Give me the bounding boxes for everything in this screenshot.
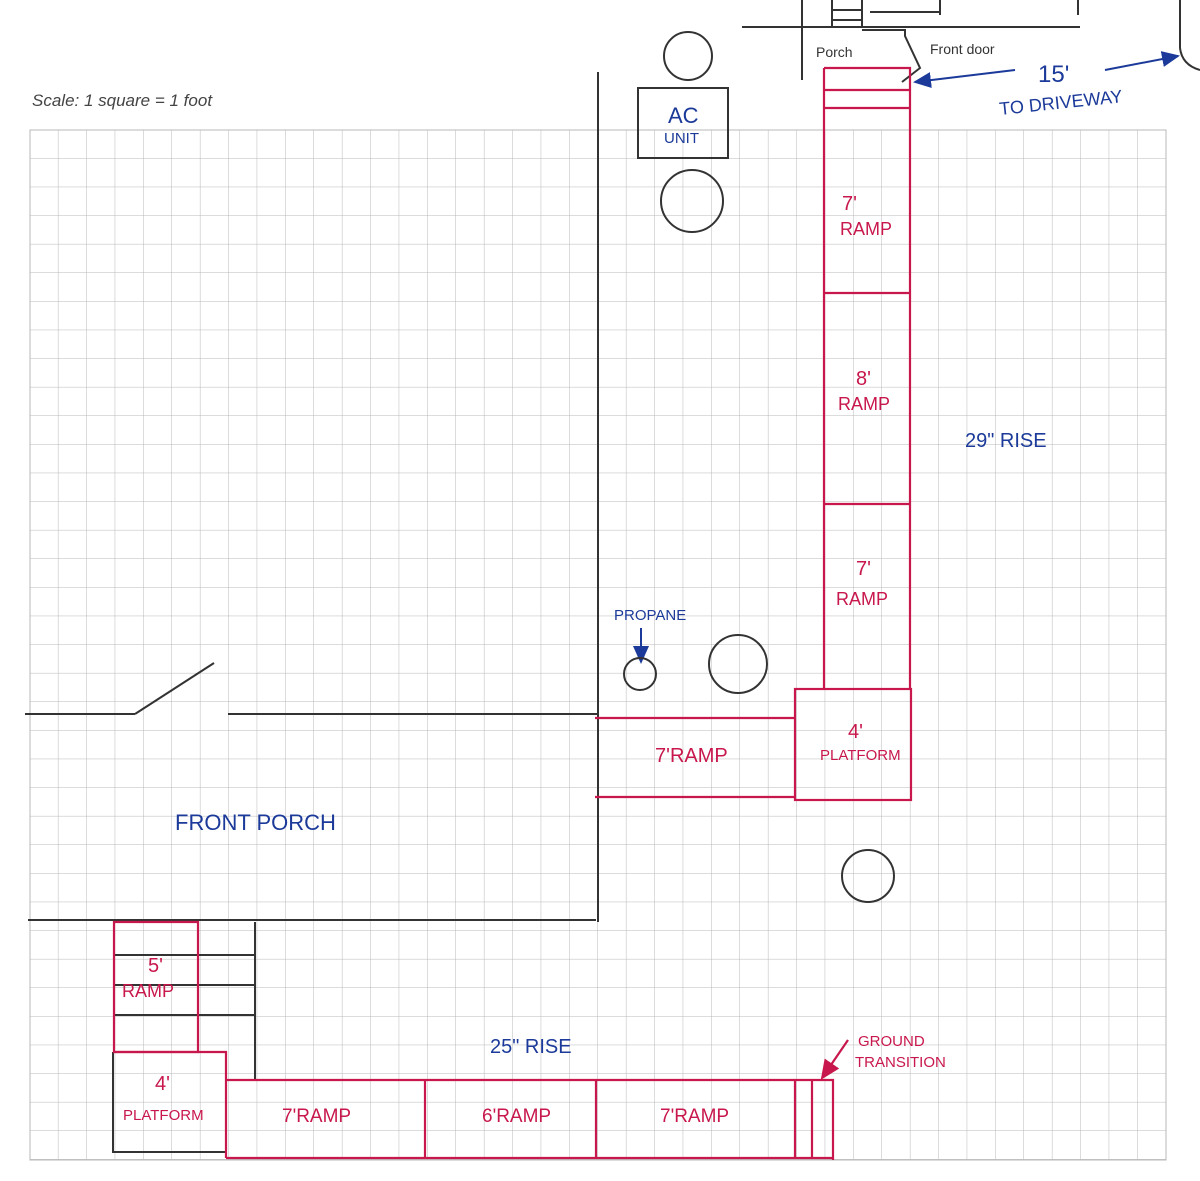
ac-unit-label-2: UNIT: [664, 130, 699, 147]
ramp-label: RAMP: [840, 219, 892, 239]
bottom-ramp-route: [112, 920, 835, 1160]
platform-length: 4': [848, 721, 863, 743]
ground-transition-label-2: TRANSITION: [855, 1054, 946, 1071]
ramp-label: 6'RAMP: [482, 1106, 551, 1127]
front-door-label: Front door: [930, 41, 995, 57]
ac-unit-label: AC: [668, 103, 699, 128]
ac-unit-box: [637, 87, 729, 159]
ground-transition-arrow: [820, 1039, 849, 1080]
ramp-label: RAMP: [836, 589, 888, 609]
house-outline: [742, 0, 1200, 83]
platform-length: 4': [155, 1073, 170, 1095]
right-rise-label: 29" RISE: [965, 430, 1047, 452]
shrub: [841, 849, 895, 903]
porch-label: Porch: [816, 44, 853, 60]
ramp-label: 7'RAMP: [660, 1106, 729, 1127]
propane-label: PROPANE: [614, 607, 686, 624]
driveway-distance: 15': [1038, 61, 1069, 88]
arrow-to-driveway: [1104, 51, 1180, 71]
scale-label: Scale: 1 square = 1 foot: [32, 91, 213, 110]
shrubs: [660, 31, 895, 903]
connector-ramp-label: 7'RAMP: [655, 745, 728, 767]
ground-transition-label: GROUND: [858, 1033, 925, 1050]
ramp-length: 7': [842, 193, 857, 215]
front-porch-label: FRONT PORCH: [175, 810, 336, 835]
arrow-to-door: [913, 69, 1016, 89]
bottom-rise-label: 25" RISE: [490, 1036, 572, 1058]
platform-label: PLATFORM: [820, 747, 901, 764]
right-ramp-route: [595, 66, 913, 802]
front-porch-outline: [25, 72, 599, 922]
ramp-label: RAMP: [838, 394, 890, 414]
driveway-label: TO DRIVEWAY: [998, 86, 1123, 119]
shrub: [660, 169, 724, 233]
shrub: [708, 634, 768, 694]
propane-tank: [623, 657, 657, 691]
ramp-length: 5': [148, 955, 163, 977]
ramp-label: RAMP: [122, 981, 174, 1001]
ramp-length: 8': [856, 368, 871, 390]
ramp-length: 7': [856, 558, 871, 580]
platform-label: PLATFORM: [123, 1107, 204, 1124]
shrub: [663, 31, 713, 81]
ramp-label: 7'RAMP: [282, 1106, 351, 1127]
